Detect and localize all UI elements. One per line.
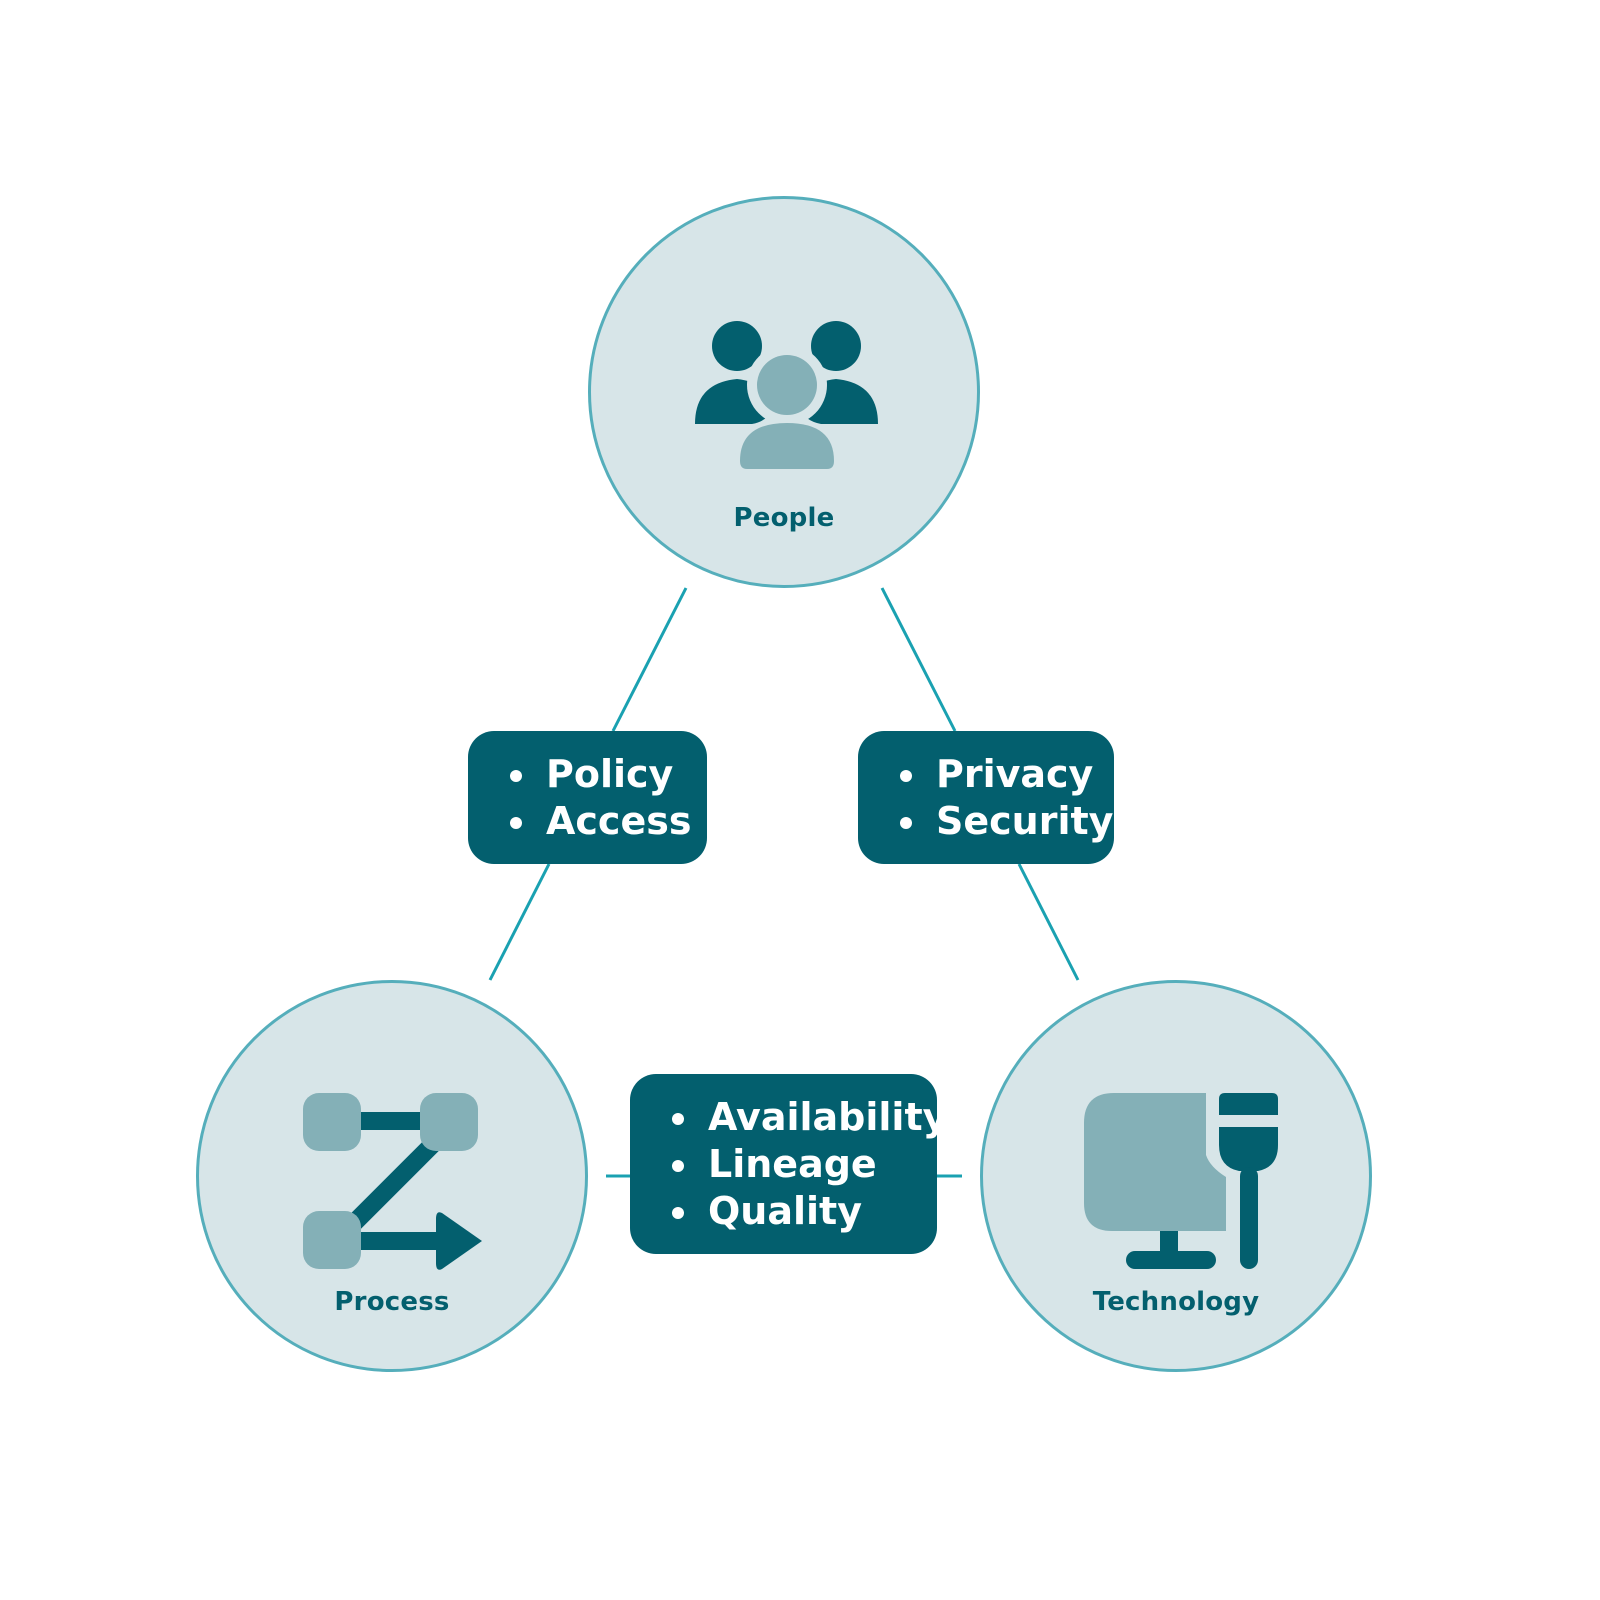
people-group-icon — [695, 321, 878, 469]
relationship-item: Availability — [670, 1094, 947, 1141]
process-flow-icon — [303, 1093, 482, 1270]
relationship-people-process: Policy Access — [468, 731, 707, 864]
relationship-list: Availability Lineage Quality — [670, 1094, 947, 1235]
node-technology: Technology — [980, 980, 1372, 1372]
node-process: Process — [196, 980, 588, 1372]
relationship-item: Quality — [670, 1188, 919, 1235]
connector-people-process-lower — [488, 863, 551, 981]
relationship-people-technology: Privacy Security — [858, 731, 1114, 864]
connector-people-technology-upper — [880, 587, 957, 732]
relationship-item: Policy — [508, 751, 689, 798]
relationship-list: Privacy Security — [898, 751, 1113, 845]
relationship-item: Access — [508, 798, 691, 845]
node-label-technology: Technology — [1092, 1287, 1260, 1317]
relationship-process-technology: Availability Lineage Quality — [630, 1074, 947, 1254]
relationship-item: Lineage — [670, 1141, 919, 1188]
relationship-item: Security — [898, 798, 1113, 845]
monitor-plug-icon — [1084, 1093, 1278, 1269]
relationship-item: Privacy — [898, 751, 1096, 798]
node-people: People — [588, 196, 980, 588]
connector-people-process-upper — [611, 587, 688, 732]
relationship-list: Policy Access — [508, 751, 691, 845]
node-label-process: Process — [334, 1287, 450, 1317]
connector-people-technology-lower — [1017, 863, 1080, 981]
node-label-people: People — [733, 503, 835, 533]
